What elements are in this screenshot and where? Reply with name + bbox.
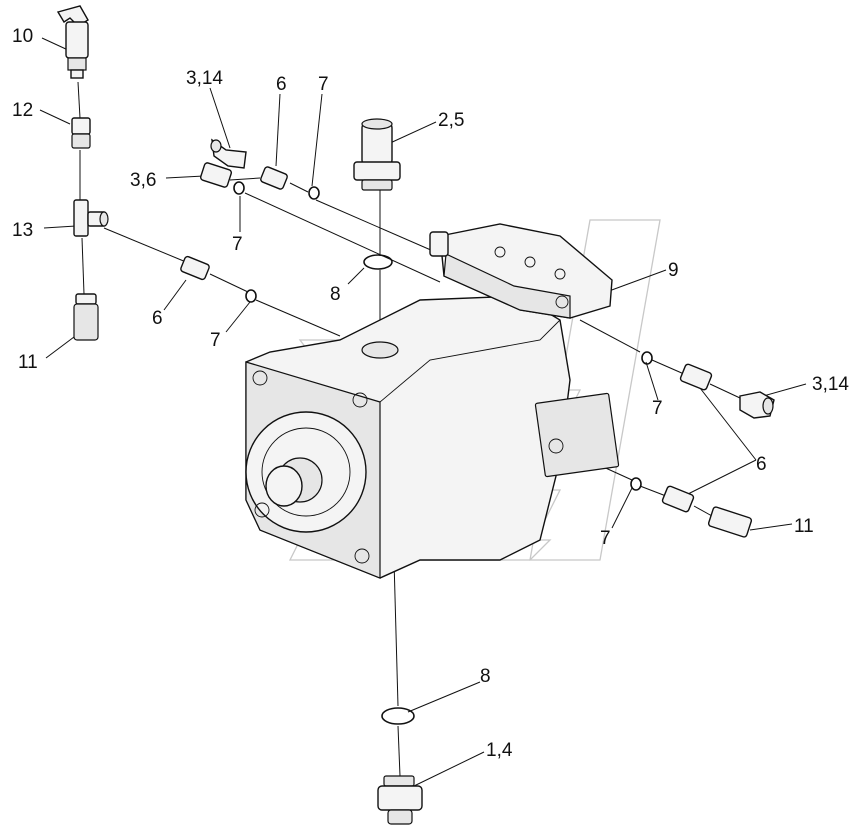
part-11-right-fitting — [707, 506, 753, 538]
assembly-lines — [39, 37, 807, 787]
callout-13: 13 — [12, 220, 33, 241]
callout-7-top: 7 — [318, 74, 329, 95]
o-ring-7-right-bottom — [630, 477, 642, 491]
part-6-right-bottom-fitting — [661, 485, 695, 513]
o-ring-8-bottom — [381, 707, 415, 725]
callout-6-left: 6 — [152, 308, 163, 329]
callout-3-14-right: 3,14 — [812, 374, 849, 395]
callout-11-right: 11 — [794, 516, 814, 537]
part-9-valve-block — [429, 223, 613, 319]
part-13-tee — [73, 199, 109, 237]
part-6-left-fitting — [180, 255, 210, 281]
part-10-elbow-sensor — [56, 5, 89, 79]
callout-8-top: 8 — [330, 284, 341, 305]
callout-7-mid-left: 7 — [210, 330, 221, 351]
callout-labels: 10 12 13 11 3,14 6 7 3,6 7 2,5 8 6 7 9 3… — [12, 26, 849, 761]
part-2-5-port-fitting — [353, 118, 401, 191]
part-1-4-bottom-plug — [377, 775, 423, 825]
o-ring-7-mid-left — [245, 289, 257, 303]
callout-8-bottom: 8 — [480, 666, 491, 687]
callout-6-right: 6 — [756, 454, 767, 475]
callout-3-6: 3,6 — [130, 170, 156, 191]
callout-11-left: 11 — [18, 352, 38, 373]
o-ring-7-left — [233, 181, 245, 195]
callout-7-right-top: 7 — [652, 398, 663, 419]
callout-1-4: 1,4 — [486, 740, 513, 761]
part-6-right-top-fitting — [679, 363, 713, 391]
callout-9: 9 — [668, 260, 679, 281]
o-ring-7-top — [308, 186, 320, 200]
o-ring-7-right-top — [641, 351, 653, 365]
part-3-6-fitting — [199, 162, 233, 188]
callout-7-right-bottom: 7 — [600, 528, 611, 549]
callout-3-14-top: 3,14 — [186, 68, 223, 89]
callout-12: 12 — [12, 100, 33, 121]
callout-6-top: 6 — [276, 74, 287, 95]
part-6-top-fitting — [260, 166, 288, 190]
callout-10: 10 — [12, 26, 33, 47]
part-3-14-top-elbow — [210, 138, 247, 169]
pump-body — [245, 295, 620, 579]
part-3-14-right-elbow — [739, 391, 775, 419]
part-12-coupling — [71, 117, 91, 149]
o-ring-8-top — [363, 254, 393, 270]
callout-7-left: 7 — [232, 234, 243, 255]
callout-2-5: 2,5 — [438, 110, 464, 131]
part-11-left-fitting — [73, 293, 99, 341]
